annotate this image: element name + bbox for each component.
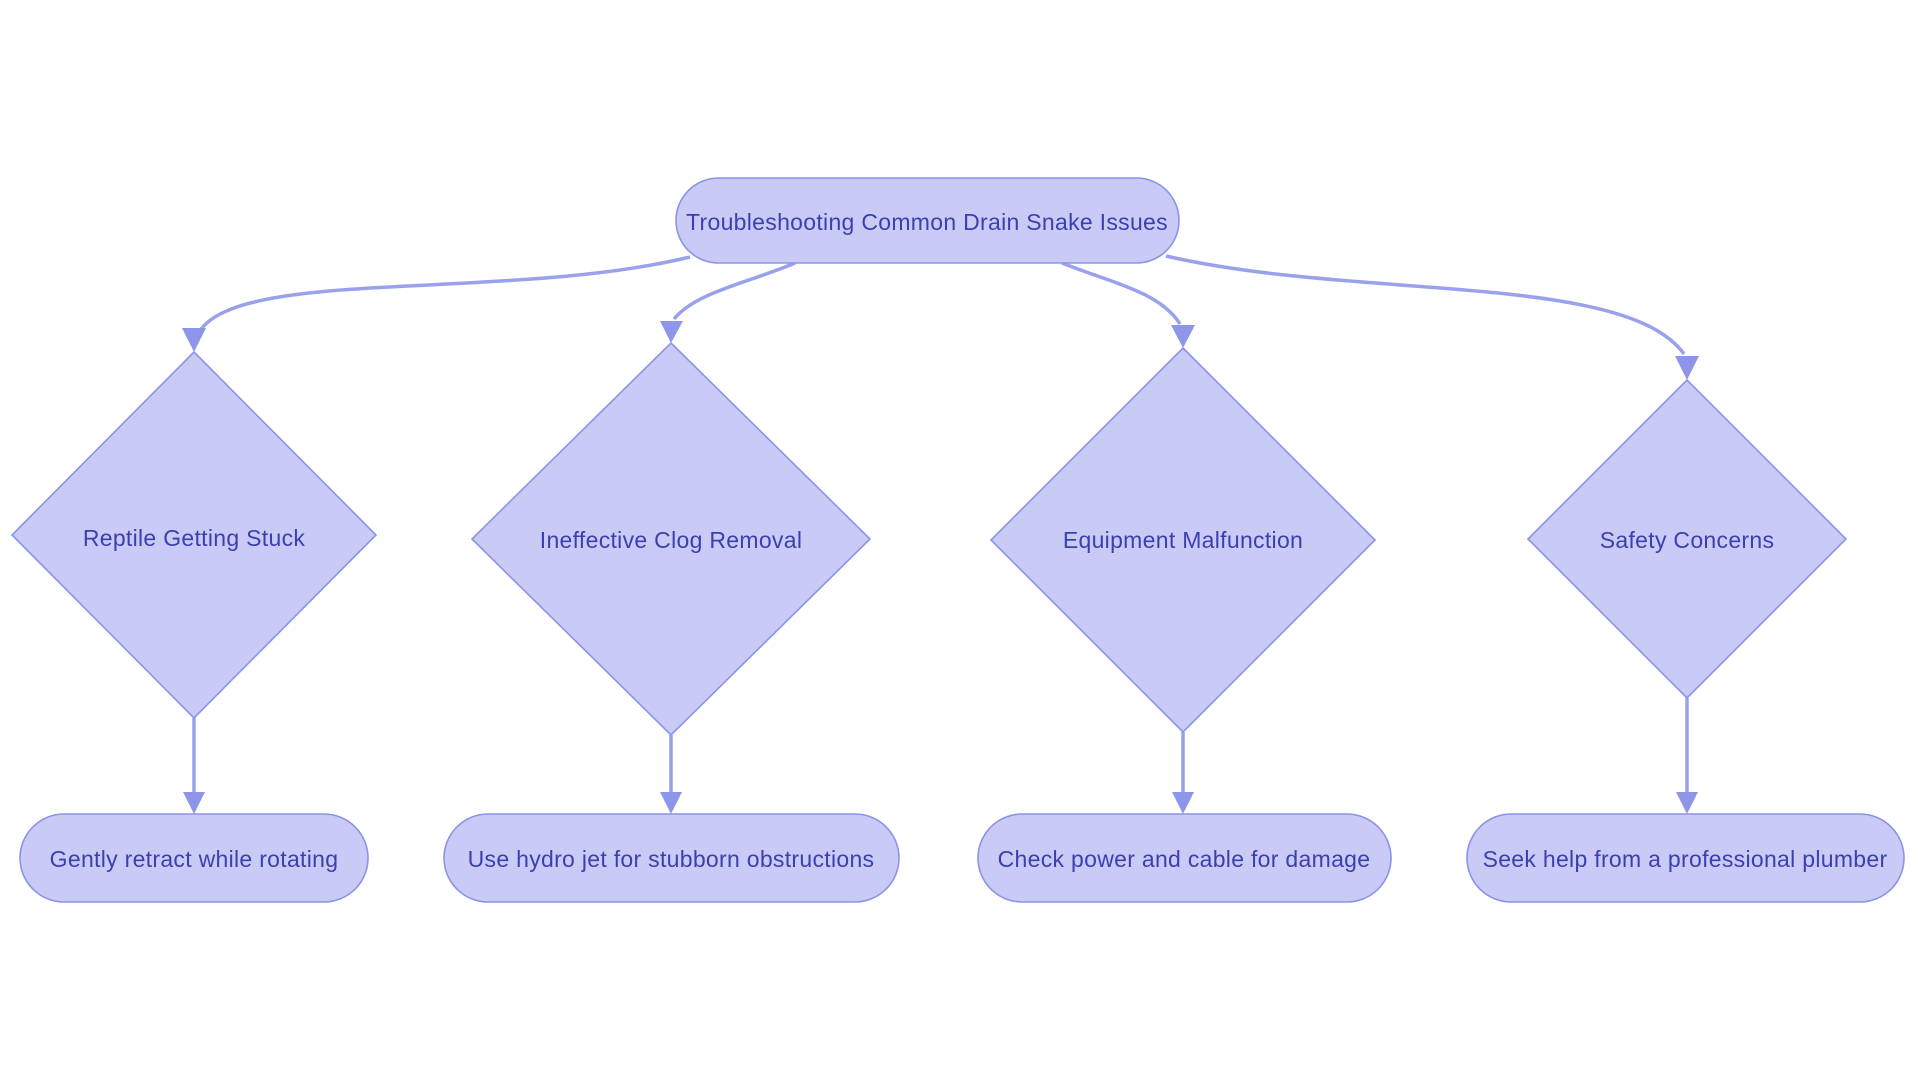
root-node-label: Troubleshooting Common Drain Snake Issue… <box>686 209 1168 235</box>
action-node-4: Seek help from a professional plumber <box>1466 813 1905 903</box>
decision-node-1-shape <box>10 350 378 720</box>
action-node-1-shape <box>19 813 369 903</box>
decision-node-1-label: Reptile Getting Stuck <box>83 525 306 551</box>
action-node-1-label: Gently retract while rotating <box>50 846 339 872</box>
decision-node-2-shape <box>470 341 872 737</box>
arrowhead-decision-2 <box>660 321 683 343</box>
arrowhead-action-4 <box>1676 792 1698 814</box>
decision-node-1: Reptile Getting Stuck <box>10 350 378 720</box>
arrowhead-action-2 <box>660 792 682 814</box>
edge-root-to-decision-1 <box>195 255 691 337</box>
edges-root-to-decisions <box>182 254 1699 380</box>
decision-node-3: Equipment Malfunction <box>989 346 1377 734</box>
decision-node-3-shape <box>989 346 1377 734</box>
decision-node-4-shape <box>1526 378 1848 700</box>
arrowhead-decision-1 <box>182 328 206 352</box>
action-node-2: Use hydro jet for stubborn obstructions <box>443 813 900 903</box>
action-node-4-shape <box>1466 813 1905 903</box>
decision-node-2: Ineffective Clog Removal <box>470 341 872 737</box>
decision-node-3-label: Equipment Malfunction <box>1063 527 1303 553</box>
action-node-3: Check power and cable for damage <box>977 813 1392 903</box>
action-node-2-shape <box>443 813 900 903</box>
edge-root-to-decision-4 <box>1165 254 1686 356</box>
arrowhead-action-1 <box>183 792 205 814</box>
action-node-3-label: Check power and cable for damage <box>998 846 1371 872</box>
action-node-2-label: Use hydro jet for stubborn obstructions <box>468 846 875 872</box>
action-node-4-label: Seek help from a professional plumber <box>1483 846 1888 872</box>
action-node-3-shape <box>977 813 1392 903</box>
decision-node-2-label: Ineffective Clog Removal <box>540 527 802 553</box>
arrowhead-action-3 <box>1172 792 1194 814</box>
decision-node-4-label: Safety Concerns <box>1600 527 1775 553</box>
root-node: Troubleshooting Common Drain Snake Issue… <box>675 177 1180 264</box>
decision-node-4: Safety Concerns <box>1526 378 1848 700</box>
arrowhead-decision-4 <box>1675 356 1699 380</box>
root-node-shape <box>675 177 1180 264</box>
action-node-1: Gently retract while rotating <box>19 813 369 903</box>
edges-decisions-to-actions <box>183 698 1698 814</box>
arrowhead-decision-3 <box>1171 325 1195 348</box>
edge-root-to-decision-3 <box>1061 261 1182 325</box>
edge-root-to-decision-2 <box>672 261 796 321</box>
